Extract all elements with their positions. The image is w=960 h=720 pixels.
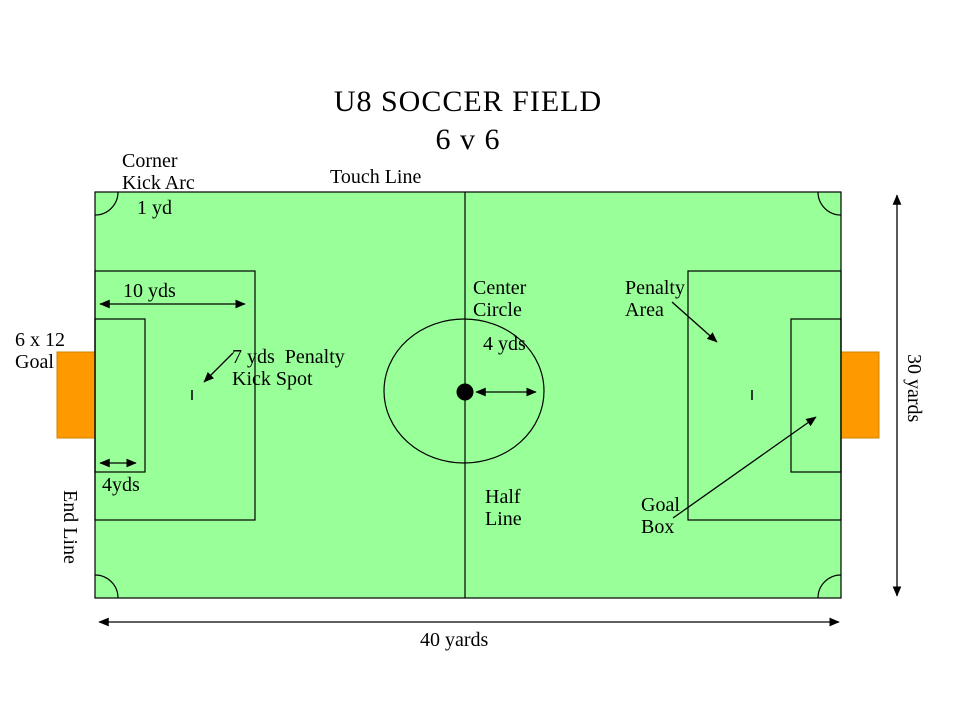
corner-arc-bottom-left — [94, 574, 119, 599]
diagram-subtitle: 6 v 6 — [435, 123, 501, 156]
diagram-title: U8 SOCCER FIELD — [333, 85, 603, 118]
field-width-label: 30 yards — [903, 354, 925, 423]
corner-kick-arc-label: Corner Kick Arc — [122, 150, 195, 194]
penalty-spot-pointer-arrow — [203, 352, 234, 383]
penalty-area-label: Penalty Area — [625, 277, 685, 321]
corner-arc-bottom-right — [817, 574, 842, 599]
goal-size-label: 6 x 12 Goal — [15, 329, 65, 373]
penalty-area-pointer-arrow — [671, 301, 718, 343]
center-circle-label: Center Circle — [473, 277, 527, 321]
corner-arc-radius-label: 1 yd — [137, 197, 172, 219]
goal-box-label: Goal Box — [641, 494, 680, 538]
penalty-depth-label: 10 yds — [123, 280, 176, 302]
half-line-label: Half Line — [485, 486, 522, 530]
penalty-kick-spot-label: 7 yds Penalty Kick Spot — [232, 346, 345, 390]
touch-line-label: Touch Line — [330, 166, 422, 188]
corner-arc-top-right — [817, 191, 842, 216]
center-spot — [456, 383, 474, 401]
left-goal-box — [94, 318, 146, 473]
center-circle — [383, 318, 545, 464]
end-line-label: End Line — [59, 490, 81, 564]
center-radius-label: 4 yds — [483, 333, 526, 355]
right-goal-box — [790, 318, 842, 473]
corner-arc-top-left — [94, 191, 119, 216]
goal-box-pointer-arrow — [672, 416, 817, 519]
field-length-label: 40 yards — [420, 629, 489, 651]
goal-box-depth-label: 4yds — [102, 474, 140, 496]
left-goal — [56, 351, 96, 439]
right-goal — [840, 351, 880, 439]
